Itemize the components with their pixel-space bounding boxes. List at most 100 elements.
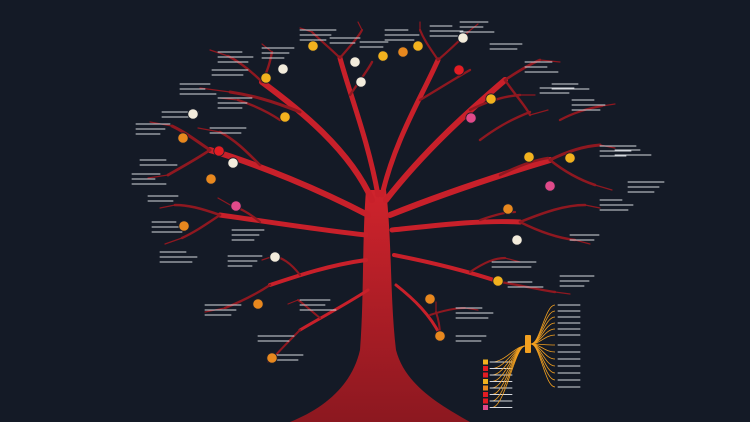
tree-node [523,151,535,163]
branch [518,203,587,224]
branch [297,299,321,319]
branch [558,104,604,122]
tree-branches [147,21,616,363]
tree-node [187,108,199,120]
branch [218,130,262,167]
legend-key-swatch [483,398,488,404]
tree-node [485,93,497,105]
connector-line [491,345,526,408]
twig [159,204,176,209]
connector-line [491,345,526,395]
tree-node [397,46,409,58]
branch [468,93,522,112]
tree-node [564,152,576,164]
legend-connector [483,304,581,410]
legend-key-swatch [483,392,488,397]
tree-node [266,352,278,364]
branch [259,79,375,203]
branch [223,283,272,310]
twig [209,49,229,57]
branch [268,258,368,287]
tree-node [434,330,446,342]
branch [170,124,212,152]
legend-key-swatch [483,372,488,378]
branch [503,58,542,82]
legend-connector-hub [525,335,531,353]
twig [467,23,479,33]
tree-node [544,180,556,192]
branch [226,54,264,84]
branch [338,28,364,60]
twig [164,237,183,245]
connector-line [530,343,556,388]
tree-node [453,64,465,76]
twig [197,127,221,133]
branch [548,158,597,187]
twig [147,174,169,179]
twig [504,257,521,263]
branch [379,57,441,198]
tree-node [227,157,239,169]
twig [539,59,561,63]
connector-line [530,316,556,345]
tree-node [349,56,361,68]
branch [310,30,342,60]
branch [383,77,508,203]
branch [236,98,282,122]
branch [173,203,222,217]
tree-nodes [177,32,576,364]
branch [394,283,442,337]
tree-node [252,298,264,310]
tree-node [424,293,436,305]
tree-node [465,112,477,124]
legend-key-swatch [483,405,488,410]
branch [298,288,370,332]
branch [498,156,550,177]
tree-node [279,111,291,123]
tree-node [457,32,469,44]
branch [389,219,523,233]
twig [529,109,549,116]
branch [207,147,371,218]
tree-node [230,200,242,212]
branch [337,55,381,198]
tree-node [511,234,523,246]
legend-key-swatch [483,359,488,365]
branch [518,220,577,242]
branch [468,256,507,274]
legend-key-swatch [483,385,488,391]
branch [348,60,374,97]
tree-node [377,50,389,62]
twig [217,197,233,207]
tree-node [355,76,367,88]
branch [217,212,369,238]
tree-node [260,72,272,84]
branch [166,148,212,177]
twig [601,103,616,107]
tree-trunk [290,190,470,422]
branch [478,110,532,142]
tree-node [205,173,217,185]
branch [418,28,440,62]
legend-key-swatch [483,366,488,371]
tree-node [178,220,190,232]
branch [228,90,302,114]
twig [594,184,613,191]
branch [548,143,602,162]
legend-key-swatch [483,379,488,384]
twig [554,291,571,295]
tree-node [277,63,289,75]
tree-node [412,40,424,52]
tree-node [492,275,504,287]
twig [357,21,363,31]
branch [387,157,553,218]
twig [584,204,601,209]
connector-line [530,304,556,345]
tree-node [177,132,189,144]
branch [392,253,502,284]
tree-node [502,203,514,215]
tree-node [213,145,225,157]
branch [274,329,301,357]
connector-line [530,343,556,381]
